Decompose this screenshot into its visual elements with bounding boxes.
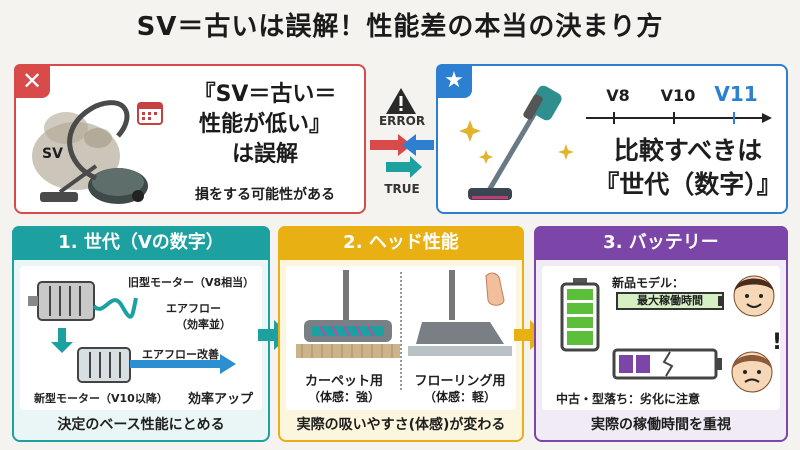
panel-2-body: カーペット用 （体感：強） フローリング用 （体感：軽）	[286, 266, 516, 410]
true-arrow-icon	[402, 134, 434, 156]
old-motor-label: 旧型モーター（V8相当）	[128, 276, 255, 289]
panel-1-body: 旧型モーター（V8相当） エアフロー （効率並） エアフロー改善 新型モーター（…	[20, 266, 262, 410]
floor-feel: （体感：軽）	[423, 390, 496, 404]
truth-card: ★ V8 V10 V11 比較すべきは 『世代（数字）』	[436, 64, 788, 214]
exchange-arrows	[370, 134, 434, 178]
myth-card: ✕ SV 『SV＝古い＝ 性能が低い』 は誤解 損をする可能性がある	[14, 64, 366, 214]
truth-statement: 比較すべきは 『世代（数字）』	[588, 134, 788, 202]
panel-1-header: 1. 世代（Vの数字）	[12, 226, 270, 260]
floor-head-icon	[408, 270, 512, 356]
carpet-label: カーペット用	[304, 374, 383, 389]
down-arrow-icon	[51, 328, 73, 353]
stick-vacuum-illustration	[459, 85, 574, 200]
panel-2-header: 2. ヘッド性能	[278, 226, 524, 260]
worried-user-icon	[731, 351, 773, 393]
efficiency-up-label: 効率アップ	[188, 392, 254, 407]
battery-tip	[718, 296, 724, 306]
panel-head-performance: 2. ヘッド性能 カーペット用 （体感：強） フローリング用 （体感：軽） 実際…	[278, 226, 524, 442]
version-timeline	[586, 112, 772, 124]
panel-3-body: 新品モデル： 最大稼働時間 ! 中古・型落ち：劣化に注意	[542, 266, 783, 410]
panel-2-footer: 実際の吸いやすさ(体感)が変わる	[296, 417, 506, 433]
myth-line-3: は誤解	[231, 142, 298, 167]
myth-statement: 『SV＝古い＝ 性能が低い』 は誤解	[166, 80, 364, 170]
version-v8: V8	[606, 86, 630, 105]
warning-icon	[386, 88, 416, 114]
used-battery-label: 中古・型落ち：劣化に注意	[556, 392, 701, 406]
old-motor-icon	[28, 281, 138, 321]
myth-line-1: 『SV＝古い＝	[193, 82, 337, 107]
airflow-label: エアフロー	[166, 302, 221, 315]
calendar-icon	[137, 102, 163, 125]
carpet-feel: （体感：強）	[307, 390, 380, 404]
happy-user-icon	[733, 275, 775, 317]
airflow-efficiency-label: （効率並）	[176, 318, 231, 331]
new-motor-icon	[77, 347, 236, 383]
error-label: ERROR	[378, 114, 426, 128]
exclamation-icon: !	[772, 330, 783, 355]
version-v10: V10	[660, 86, 696, 105]
floor-label: フローリング用	[414, 374, 506, 389]
new-motor-label: 新型モーター（V10以降）	[34, 392, 168, 405]
myth-subtext: 損をする可能性がある	[195, 187, 335, 203]
degraded-battery-icon	[612, 348, 722, 380]
sv-label: SV	[42, 146, 63, 162]
page-title: SV＝古いは誤解！性能差の本当の決まり方	[136, 12, 664, 42]
close-icon: ✕	[14, 64, 50, 98]
airflow-improved-label: エアフロー改善	[142, 348, 219, 361]
panel-battery: 3. バッテリー 新品モデル： 最大稼働時間 !	[534, 226, 788, 442]
truth-line-2: 『世代（数字）』	[594, 170, 782, 199]
panel-3-footer: 実際の稼働時間を重視	[591, 417, 731, 433]
true-label: TRUE	[384, 182, 420, 196]
panel-3-header: 3. バッテリー	[534, 226, 788, 260]
carpet-head-icon	[296, 270, 400, 358]
star-icon: ★	[436, 64, 472, 98]
panel-1-footer: 決定のベース性能にとめる	[57, 417, 225, 433]
max-runtime-label: 最大稼働時間	[616, 292, 724, 310]
old-vacuum-illustration	[32, 100, 148, 204]
full-battery-icon	[560, 278, 600, 352]
myth-line-2: 性能が低い』	[198, 112, 331, 137]
panel-generation: 1. 世代（Vの数字） 旧型モーター（V8相当） エアフロー （効率並） エアフ…	[12, 226, 270, 442]
version-v11: V11	[714, 82, 758, 106]
truth-line-1: 比較すべきは	[613, 136, 763, 165]
new-model-label: 新品モデル：	[612, 276, 685, 290]
